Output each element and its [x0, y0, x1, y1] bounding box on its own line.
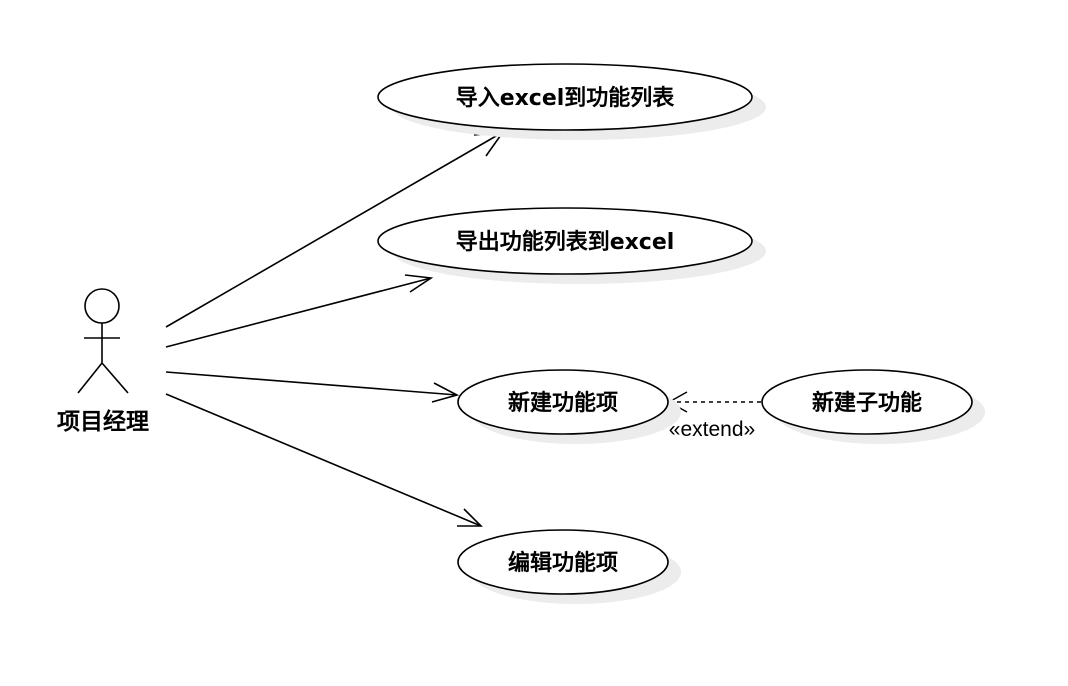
use-case-label: 新建功能项 — [508, 390, 618, 416]
extend-label: «extend» — [669, 418, 755, 441]
extend-relation: «extend» — [667, 391, 762, 441]
arrowhead-export — [404, 274, 434, 293]
association-edit-item — [165, 393, 483, 527]
actor-right-leg — [101, 362, 129, 394]
use-case-new-item[interactable]: 新建功能项 — [457, 369, 681, 444]
use-case-label: 编辑功能项 — [508, 550, 618, 576]
actor-head — [84, 288, 120, 324]
use-case-new-sub-function[interactable]: 新建子功能 — [761, 369, 985, 444]
actor-label: 项目经理 — [57, 408, 149, 435]
association-export — [165, 274, 434, 348]
use-case-label: 导出功能列表到excel — [456, 229, 675, 255]
use-case-import-excel[interactable]: 导入excel到功能列表 — [377, 63, 766, 140]
arrowhead-new-item — [431, 382, 460, 403]
use-case-label: 新建子功能 — [812, 390, 922, 416]
association-new-item — [165, 371, 460, 403]
actor-left-leg — [77, 362, 103, 394]
use-case-label: 导入excel到功能列表 — [456, 85, 676, 111]
use-case-export-excel[interactable]: 导出功能列表到excel — [377, 207, 766, 284]
arrowhead-edit-item — [457, 508, 483, 527]
actor-project-manager: 项目经理 — [57, 288, 149, 435]
use-case-edit-item[interactable]: 编辑功能项 — [457, 529, 681, 604]
